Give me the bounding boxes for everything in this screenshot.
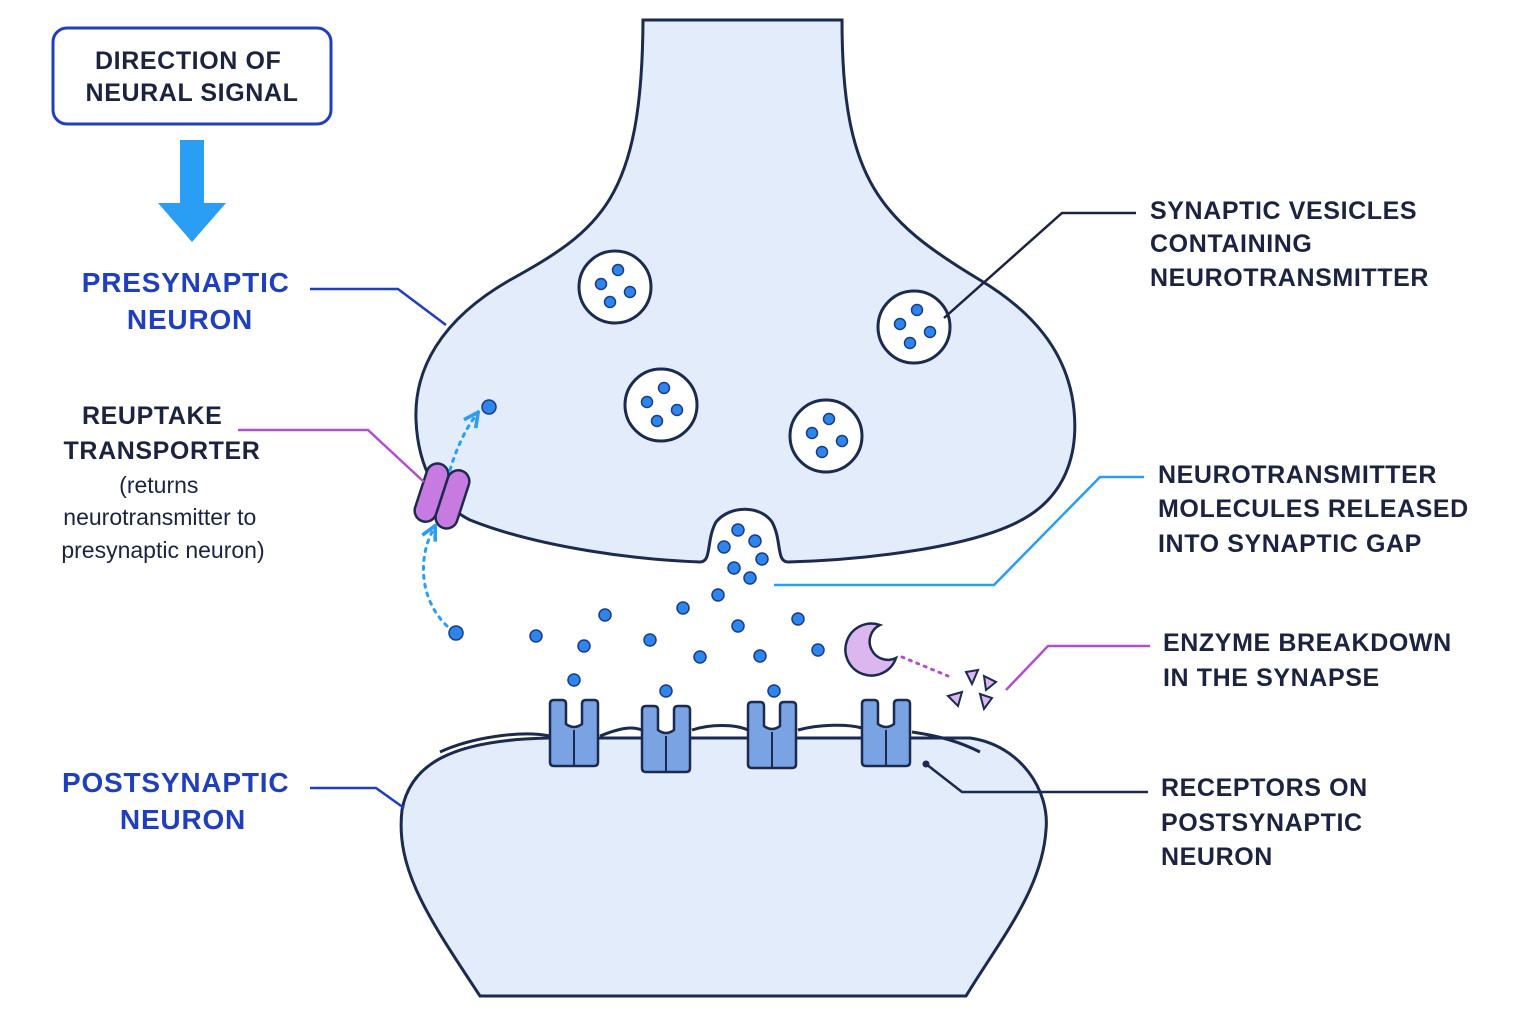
receptor-icon — [746, 700, 798, 770]
direction-box — [51, 26, 333, 126]
vesicle-icon — [788, 398, 864, 474]
released-label-line2: MOLECULES RELEASED — [1158, 495, 1469, 523]
svg-text:SYNAPTIC VESICLES CONTAINI: SYNAPTIC VESICLES CONTAINING NEUROTRANSM… — [1150, 197, 1429, 292]
released-label-line1: NEUROTRANSMITTER — [1158, 461, 1437, 489]
receptors-label-line1: RECEPTORS ON — [1161, 774, 1368, 802]
svg-text:RECEPTORS ON POSTSYNAPTIC: RECEPTORS ON POSTSYNAPTIC NEURON — [1161, 774, 1375, 871]
reuptake-arrow-lower — [423, 532, 449, 628]
postsynaptic-label-line2: NEURON — [120, 804, 246, 835]
presynaptic-leader — [310, 287, 447, 326]
svg-text:DIRECTION OF NEURAL SIGNAL: DIRECTION OF NEURAL SIGNAL — [86, 47, 299, 107]
receptors-leader-dot — [922, 760, 930, 768]
enzyme-dotted-line — [900, 655, 950, 678]
enzyme-label-line1: ENZYME BREAKDOWN — [1163, 629, 1452, 657]
postsynaptic-label-line1: POSTSYNAPTIC — [62, 767, 289, 798]
reuptake-label-line1: REUPTAKE — [82, 402, 222, 430]
svg-text:PRESYNAPTIC NEURON: PRESYNAPTIC NEURON — [82, 267, 299, 335]
arrow-down-icon — [158, 140, 226, 242]
svg-text:(returns neurotransmitter: (returns neurotransmitter to presynaptic… — [61, 472, 264, 563]
postsynaptic-leader — [310, 786, 405, 810]
vesicles-label-line2: CONTAINING — [1150, 230, 1312, 258]
enzyme-icon — [844, 622, 899, 677]
presynaptic-label-line2: NEURON — [127, 304, 253, 335]
direction-label-line1: DIRECTION OF — [95, 47, 281, 75]
direction-label-line2: NEURAL SIGNAL — [86, 79, 299, 107]
vesicle-group — [577, 249, 952, 474]
receptors-label-line2: POSTSYNAPTIC — [1161, 809, 1363, 837]
neurotransmitter-molecules — [448, 399, 825, 698]
postsynaptic-membrane — [399, 736, 1048, 998]
presynaptic-label-line1: PRESYNAPTIC — [82, 267, 290, 298]
reuptake-label-line2: TRANSPORTER — [64, 437, 261, 465]
receptor-icon — [548, 698, 600, 768]
reuptake-note-line2: neurotransmitter to — [63, 504, 256, 530]
reuptake-note-line3: presynaptic neuron) — [61, 537, 264, 563]
vesicles-leader — [943, 211, 1136, 319]
released-leader — [774, 475, 1144, 587]
vesicle-icon — [577, 249, 653, 325]
svg-text:NEUROTRANSMITTER MOLECULES: NEUROTRANSMITTER MOLECULES RELEASED INTO… — [1158, 461, 1476, 558]
postsynaptic-surface-wave — [439, 723, 981, 754]
enzyme-fragments — [946, 668, 998, 712]
enzyme-leader — [1005, 644, 1150, 691]
vesicles-label-line1: SYNAPTIC VESICLES — [1150, 197, 1417, 225]
receptors-leader — [925, 763, 1148, 794]
released-label-line3: INTO SYNAPTIC GAP — [1158, 530, 1422, 558]
svg-text:REUPTAKE TRANSPORTER: REUPTAKE TRANSPORTER — [64, 402, 261, 465]
receptor-group — [548, 698, 912, 774]
reuptake-leader — [238, 428, 425, 483]
receptors-label-line3: NEURON — [1161, 843, 1273, 871]
presynaptic-membrane — [414, 18, 1077, 564]
receptor-icon — [640, 704, 692, 774]
vesicle-icon — [623, 367, 699, 443]
svg-text:POSTSYNAPTIC NEURON: POSTSYNAPTIC NEURON — [62, 767, 298, 835]
reuptake-note-line1: (returns — [119, 472, 198, 498]
receptor-icon — [860, 698, 912, 768]
enzyme-label-line2: IN THE SYNAPSE — [1163, 664, 1380, 692]
transporter-icon — [413, 462, 471, 530]
svg-text:ENZYME BREAKDOWN IN THE SY: ENZYME BREAKDOWN IN THE SYNAPSE — [1163, 629, 1459, 692]
reuptake-arrow-upper — [448, 418, 474, 472]
vesicles-label-line3: NEUROTRANSMITTER — [1150, 264, 1429, 292]
vesicle-icon — [876, 289, 952, 365]
